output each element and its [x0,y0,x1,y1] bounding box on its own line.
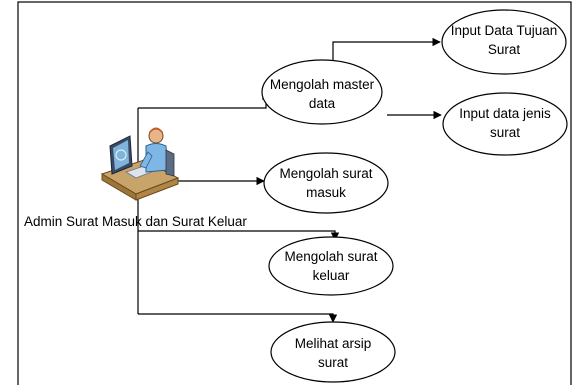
use-case-input-data-tujuan-surat: Input Data Tujuan Surat [441,9,567,75]
connectors [137,37,442,323]
use-case-mengolah-master-data: Mengolah master data [261,59,383,125]
connector-to-keluar [138,230,340,241]
use-case-label-line-1: Mengolah master [270,77,375,92]
use-case-mengolah-surat-masuk: Mengolah surat masuk [263,152,389,214]
use-case-label-line-2: data [309,96,336,111]
use-case-label-line-2: Surat [488,42,521,57]
use-case-mengolah-surat-keluar: Mengolah surat keluar [268,236,394,296]
use-case-label-line-2: keluar [313,268,350,283]
use-case-melihat-arsip-surat: Melihat arsip surat [270,321,396,383]
use-case-label-line-1: Mengolah surat [284,249,377,264]
use-case-label-line-1: Mengolah surat [279,166,372,181]
use-case-label-line-1: Input Data Tujuan [451,23,558,38]
use-case-label-line-2: surat [490,125,520,140]
connector-to-arsip [138,313,338,323]
connector-master-to-tujuan [332,37,441,65]
actor-name: Admin Surat Masuk dan Surat Keluar [24,214,247,229]
use-case-label-line-1: Melihat arsip [295,336,372,351]
connector-to-master [138,91,271,109]
use-case-label-line-1: Input data jenis [459,106,551,121]
use-case-label-line-2: surat [318,355,348,370]
admin-at-computer-icon [100,127,180,201]
diagram-frame [17,1,572,385]
use-case-label-line-2: masuk [306,185,346,200]
use-case-input-data-jenis-surat: Input data jenis surat [442,92,568,156]
